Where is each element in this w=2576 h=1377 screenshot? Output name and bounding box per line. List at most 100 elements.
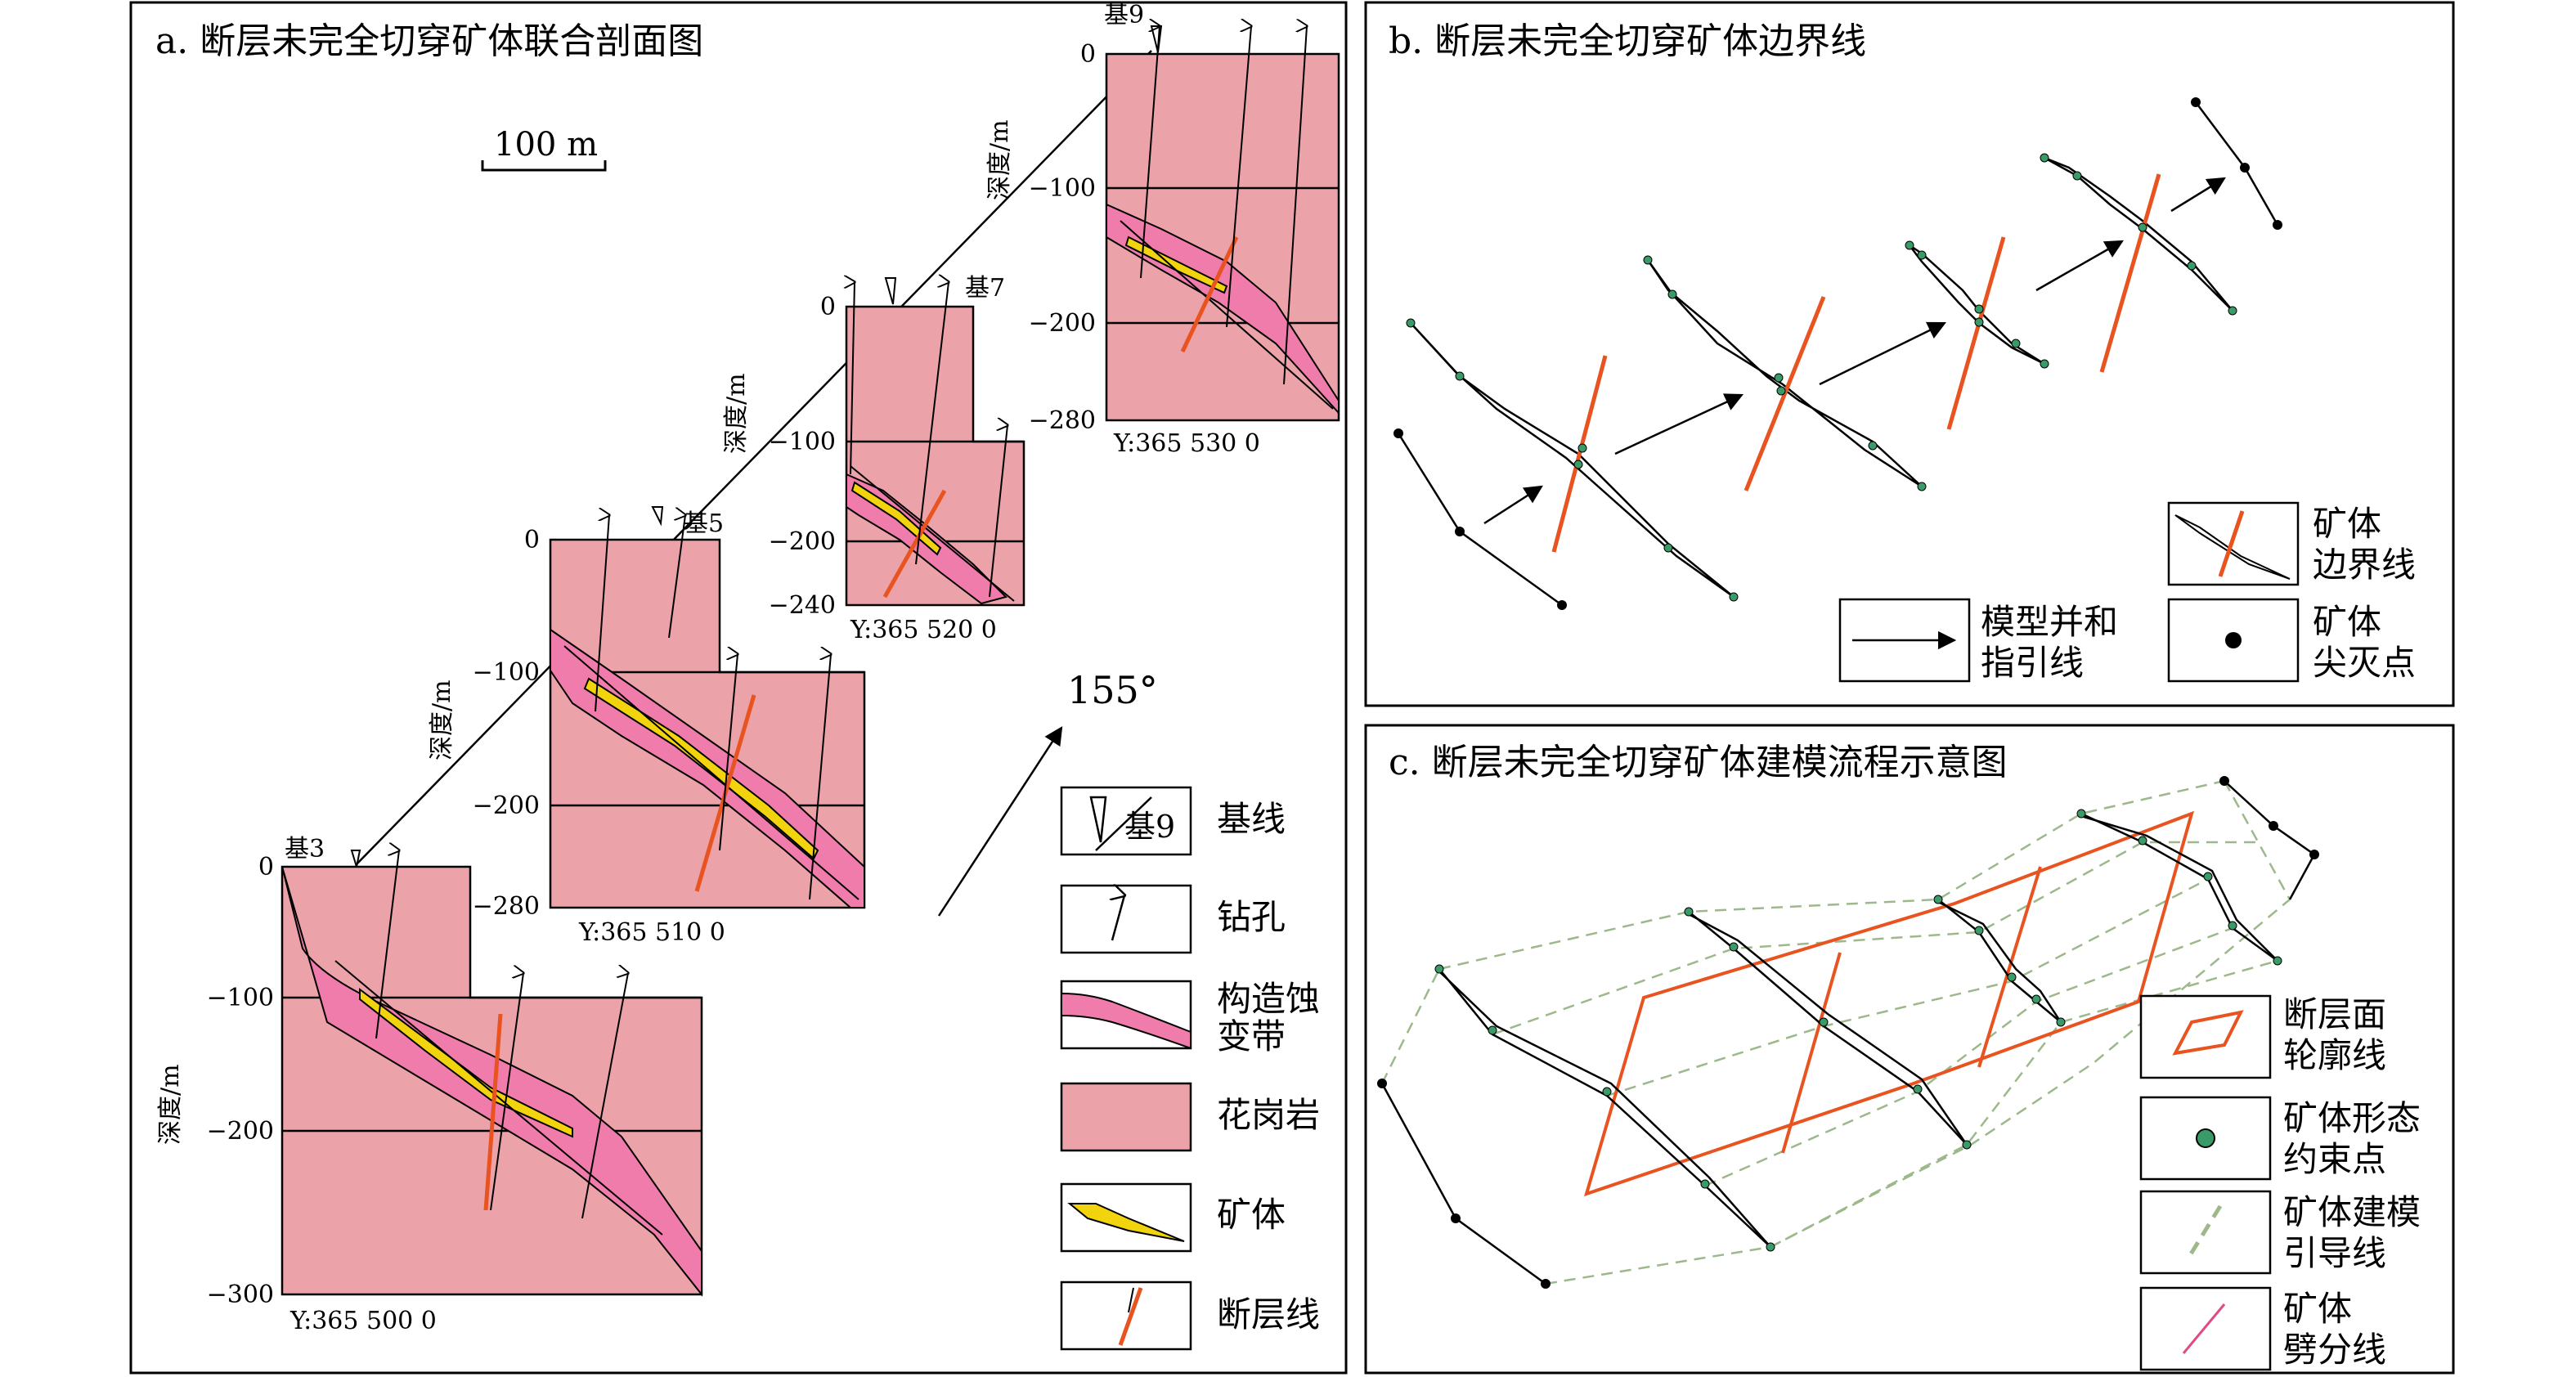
guide-arrow [2035, 240, 2124, 292]
y-coord-label: Y:365 510 0 [578, 918, 725, 947]
scale-bar: 100 m [481, 126, 607, 172]
legend-label-granite: 花岗岩 [1217, 1095, 1320, 1135]
alteration-symbol [1061, 992, 1192, 1050]
guide-arrow [1819, 321, 1947, 386]
legend-label-alteration-1: 构造蚀 [1217, 979, 1320, 1019]
legend-label-constraint-1: 矿体形态 [2283, 1098, 2421, 1138]
svg-text:基9: 基9 [1124, 809, 1175, 845]
baseline-label: 基5 [684, 509, 724, 538]
legend-label-fault: 断层线 [1217, 1294, 1320, 1334]
legend-label-drillhole: 钻孔 [1217, 897, 1286, 937]
baseline-label: 基3 [285, 835, 325, 863]
panel-b-title: b. 断层未完全切穿矿体边界线 [1389, 20, 1866, 62]
drill-hole [668, 515, 685, 639]
ore-symbol [1067, 1203, 1185, 1242]
guide-arrow [2170, 177, 2226, 213]
depth-tick: −200 [769, 527, 836, 556]
fault-line [882, 489, 947, 599]
depth-axis-label: 深度/m [722, 373, 751, 454]
y-coord-label: Y:365 520 0 [850, 616, 997, 644]
pinchout-points [1377, 776, 2319, 1289]
drill-hole [809, 654, 831, 900]
depth-tick: −100 [769, 428, 836, 456]
legend-label-split-line-2: 劈分线 [2283, 1330, 2386, 1370]
legend-label-guide-line-1: 矿体建模 [2283, 1192, 2421, 1232]
drillhole-symbol [1112, 895, 1124, 941]
section-ji5: 基5 0 −100 −200 −280 深度/m Y:365 510 0 [428, 506, 866, 947]
panel-a-frame [129, 1, 1348, 1375]
legend-label-guide-line-2: 引导线 [2283, 1233, 2386, 1273]
legend-label-alteration-2: 变带 [1217, 1016, 1286, 1056]
alteration-zone [281, 866, 702, 1297]
depth-tick: −300 [207, 1281, 274, 1309]
depth-tick: −280 [473, 892, 540, 921]
panel-c-title: c. 断层未完全切穿矿体建模流程示意图 [1389, 742, 2008, 783]
depth-tick: 0 [820, 293, 836, 321]
legend-label-ore: 矿体 [1217, 1195, 1286, 1235]
depth-tick: −200 [207, 1117, 274, 1146]
drill-hole [581, 973, 628, 1219]
panel-c-legend: 断层面 轮廓线 矿体形态 约束点 矿体建模 引导线 矿体 劈分线 [2139, 994, 2421, 1371]
legend-label-guide-2: 指引线 [1981, 643, 2084, 683]
legend-label-baseline: 基线 [1217, 799, 1286, 839]
drill-hole [375, 850, 399, 1039]
fault-line [483, 1013, 503, 1211]
depth-tick: 0 [524, 526, 540, 554]
fault-plane-outlines [1584, 810, 2195, 1197]
drill-hole [1226, 26, 1251, 328]
depth-tick: −200 [1029, 309, 1096, 338]
y-coord-label: Y:365 500 0 [289, 1307, 437, 1335]
panel-a-legend: 基9 基线 钻孔 构造蚀 变带 花岗岩 矿体 断层线 [1060, 786, 1320, 1351]
legend-label-pinchout-2: 尖灭点 [2313, 643, 2416, 683]
depth-tick: −240 [769, 591, 836, 620]
panel-b-frame [1364, 1, 2455, 707]
depth-tick: −280 [1029, 406, 1096, 435]
baseline-label: 基7 [965, 274, 1005, 303]
panel-c: c. 断层未完全切穿矿体建模流程示意图 [1364, 724, 2455, 1375]
ore-boundary-lens [1905, 236, 2049, 430]
depth-tick: −100 [473, 658, 540, 687]
baseline-symbol [1089, 796, 1152, 851]
legend-label-ore-boundary-2: 边界线 [2313, 545, 2416, 585]
guide-arrow [1483, 485, 1543, 525]
section-ji7: 基7 0 −100 −200 −240 深度/m Y:365 520 0 [722, 274, 1025, 644]
drill-hole [989, 425, 1008, 598]
y-coord-label: Y:365 530 0 [1113, 429, 1260, 458]
legend-label-guide-1: 模型并和 [1981, 602, 2118, 642]
drill-hole [915, 282, 949, 565]
legend-label-split-line-1: 矿体 [2283, 1289, 2352, 1329]
panel-a: a. 断层未完全切穿矿体联合剖面图 100 m 基3 0 −100 −200 −… [129, 1, 1348, 1375]
fault-symbol [1118, 1287, 1143, 1346]
scale-bar-label: 100 m [494, 126, 598, 164]
ore-boundary-lens [1643, 255, 1927, 491]
depth-axis-label: 深度/m [985, 119, 1014, 200]
legend-label-pinchout-1: 矿体 [2313, 602, 2381, 642]
legend-label-ore-boundary-1: 矿体 [2313, 504, 2381, 544]
baseline-label: 基9 [1104, 1, 1144, 29]
fault-line [1180, 235, 1239, 353]
panel-b-legend: 矿体 边界线 模型并和 指引线 矿体 尖灭点 [1838, 501, 2416, 683]
drill-hole [850, 282, 855, 475]
legend-label-fault-plane-1: 断层面 [2283, 994, 2386, 1034]
depth-tick: −100 [207, 984, 274, 1012]
constraint-points [1434, 809, 2282, 1252]
drill-hole [1283, 26, 1307, 385]
drill-hole [595, 515, 609, 712]
panel-b: b. 断层未完全切穿矿体边界线 [1364, 1, 2455, 707]
ore-boundary-lens [1393, 318, 1739, 610]
direction-arrow: 155° [937, 668, 1158, 917]
drill-hole [490, 973, 523, 1211]
drill-hole [1140, 26, 1160, 279]
legend-label-constraint-2: 约束点 [2283, 1139, 2386, 1179]
guide-arrow [1614, 393, 1744, 455]
depth-tick: 0 [258, 853, 274, 881]
legend-label-fault-plane-2: 轮廓线 [2283, 1035, 2386, 1075]
depth-tick: 0 [1080, 40, 1096, 69]
section-baseline-line [355, 50, 1152, 866]
direction-label: 155° [1067, 668, 1158, 712]
section-ji3: 基3 0 −100 −200 −300 深度/m Y:365 500 0 [156, 835, 703, 1335]
panel-c-frame [1364, 724, 2455, 1375]
depth-tick: −200 [473, 792, 540, 820]
ore-boundary-lens [2040, 97, 2282, 373]
